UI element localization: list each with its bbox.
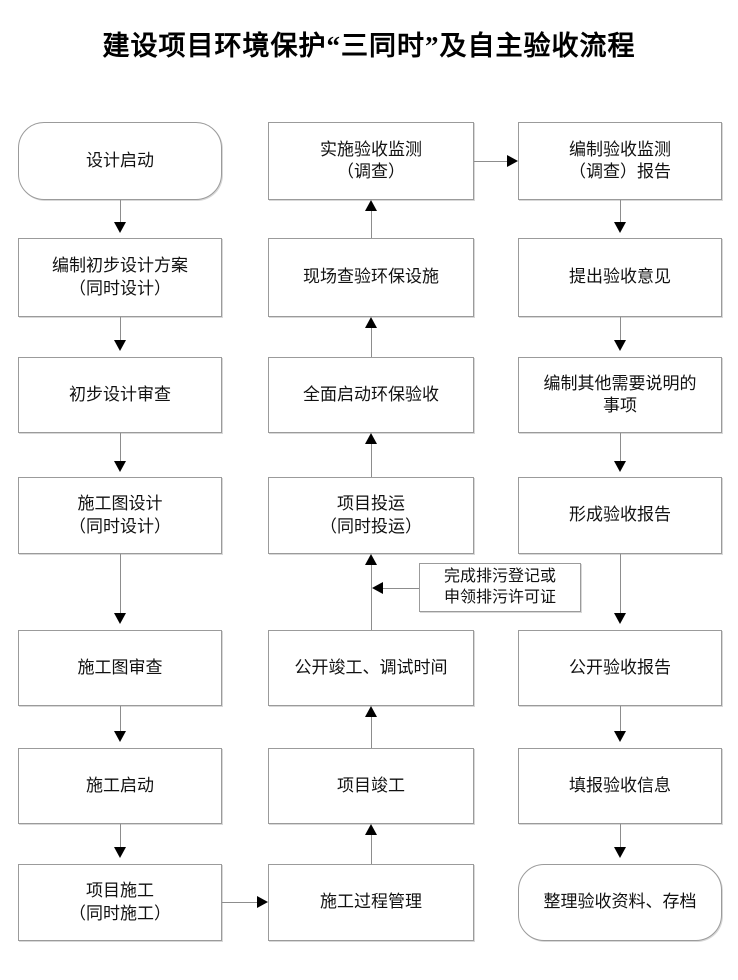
- arrowhead-middle-6: [365, 824, 377, 835]
- node-compile-report[interactable]: 编制验收监测 （调查）报告: [518, 122, 722, 200]
- connector-middle-2: [371, 328, 372, 357]
- arrowhead-left-6: [114, 847, 126, 858]
- arrowhead-left-5: [114, 731, 126, 742]
- connector-middle-3: [371, 444, 372, 477]
- connector-left-4: [120, 554, 121, 613]
- node-construction-process[interactable]: 施工过程管理: [268, 864, 474, 941]
- connector-right-4: [620, 554, 621, 613]
- page-title: 建设项目环境保护“三同时”及自主验收流程: [102, 31, 636, 61]
- node-onsite-inspection[interactable]: 现场查验环保设施: [268, 238, 474, 317]
- arrowhead-right-2: [614, 340, 626, 351]
- connector-middle-6: [371, 835, 372, 864]
- connector-middle-to-right: [474, 161, 507, 162]
- connector-right-6: [620, 824, 621, 847]
- connector-left-2: [120, 317, 121, 340]
- node-drawing-review[interactable]: 施工图审查: [18, 630, 222, 706]
- arrowhead-sidenote: [372, 582, 383, 594]
- node-prepare-prelim[interactable]: 编制初步设计方案 （同时设计）: [18, 238, 222, 317]
- node-fill-info[interactable]: 填报验收信息: [518, 748, 722, 824]
- node-other-matters[interactable]: 编制其他需要说明的 事项: [518, 357, 722, 433]
- connector-middle-1: [371, 211, 372, 238]
- connector-right-3: [620, 433, 621, 461]
- arrowhead-left-3: [114, 461, 126, 472]
- arrowhead-right-5: [614, 731, 626, 742]
- arrowhead-left-4: [114, 613, 126, 624]
- arrowhead-right-3: [614, 461, 626, 472]
- node-full-start-acceptance[interactable]: 全面启动环保验收: [268, 357, 474, 433]
- connector-left-6: [120, 824, 121, 847]
- arrowhead-middle-to-right: [507, 155, 518, 167]
- arrowhead-left-2: [114, 340, 126, 351]
- connector-right-5: [620, 706, 621, 731]
- arrowhead-middle-1: [365, 200, 377, 211]
- connector-left-to-middle: [222, 902, 257, 903]
- node-discharge-permit[interactable]: 完成排污登记或 申领排污许可证: [419, 563, 581, 612]
- node-project-completion[interactable]: 项目竣工: [268, 748, 474, 824]
- connector-middle-5: [371, 717, 372, 748]
- node-construction-start[interactable]: 施工启动: [18, 748, 222, 824]
- node-implement-monitoring[interactable]: 实施验收监测 （调查）: [268, 122, 474, 200]
- connector-sidenote: [383, 588, 419, 589]
- connector-left-5: [120, 706, 121, 731]
- arrowhead-right-6: [614, 847, 626, 858]
- node-construction-drawing[interactable]: 施工图设计 （同时设计）: [18, 477, 222, 554]
- node-form-report[interactable]: 形成验收报告: [518, 477, 722, 554]
- arrowhead-middle-2: [365, 317, 377, 328]
- connector-left-1: [120, 200, 121, 222]
- node-publish-report[interactable]: 公开验收报告: [518, 630, 722, 706]
- arrowhead-middle-4: [365, 554, 377, 565]
- arrowhead-left-to-middle: [257, 896, 268, 908]
- node-publish-completion[interactable]: 公开竣工、调试时间: [268, 630, 474, 706]
- node-project-operation[interactable]: 项目投运 （同时投运）: [268, 477, 474, 554]
- arrowhead-right-4: [614, 613, 626, 624]
- node-project-construction[interactable]: 项目施工 （同时施工）: [18, 864, 222, 941]
- arrowhead-middle-3: [365, 433, 377, 444]
- connector-middle-4: [371, 565, 372, 630]
- node-prelim-review[interactable]: 初步设计审查: [18, 357, 222, 433]
- node-design-start[interactable]: 设计启动: [18, 122, 222, 200]
- arrowhead-middle-5: [365, 706, 377, 717]
- arrowhead-right-1: [614, 222, 626, 233]
- node-acceptance-opinion[interactable]: 提出验收意见: [518, 238, 722, 317]
- connector-right-1: [620, 200, 621, 222]
- connector-left-3: [120, 433, 121, 461]
- node-archive[interactable]: 整理验收资料、存档: [518, 864, 722, 941]
- connector-right-2: [620, 317, 621, 340]
- arrowhead-left-1: [114, 222, 126, 233]
